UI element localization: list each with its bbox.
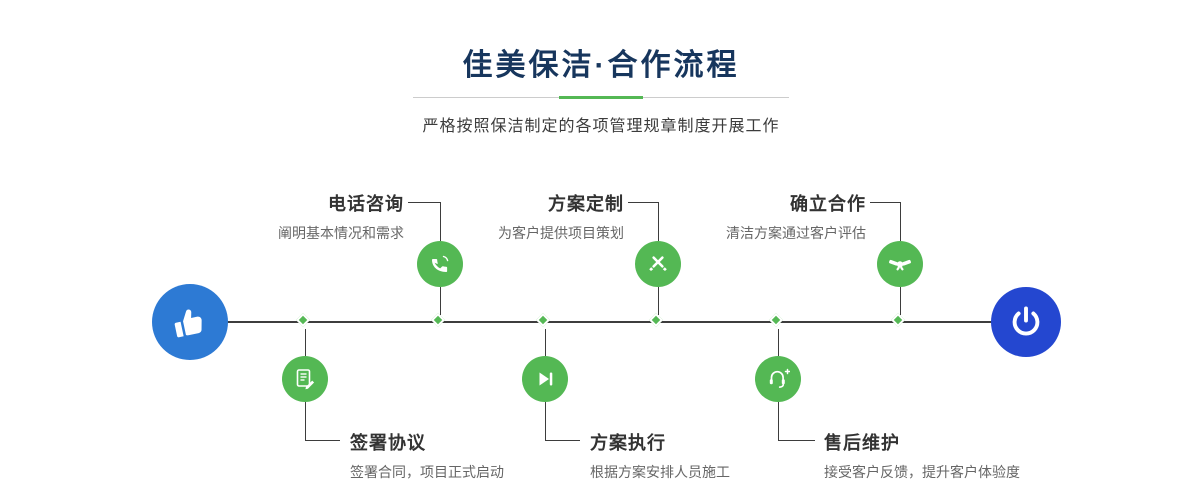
step-text-contract: 签署协议 签署合同，项目正式启动	[350, 429, 504, 482]
timeline-diamond	[768, 312, 784, 328]
flow-end-node	[991, 287, 1061, 357]
step-desc: 接受客户反馈，提升客户体验度	[824, 464, 1020, 480]
page-subtitle: 严格按照保洁制定的各项管理规章制度开展工作	[422, 118, 780, 135]
step-title: 电话咨询	[328, 194, 404, 214]
step-node-design	[635, 241, 681, 287]
contract-icon	[293, 367, 317, 391]
connector-line	[900, 287, 901, 315]
design-icon	[646, 252, 670, 276]
label-connector	[778, 402, 779, 440]
handshake-icon	[888, 252, 912, 276]
timeline-diamond	[295, 312, 311, 328]
connector-line	[778, 329, 779, 356]
label-connector	[305, 402, 306, 440]
step-desc: 为客户提供项目策划	[498, 225, 624, 241]
label-connector	[900, 202, 901, 241]
connector-line	[545, 329, 546, 356]
title-divider-accent	[559, 96, 643, 99]
connector-line	[305, 329, 306, 356]
step-title: 售后维护	[824, 433, 900, 453]
step-node-aftersale	[755, 356, 801, 402]
step-title: 确立合作	[790, 194, 866, 214]
step-text-aftersale: 售后维护 接受客户反馈，提升客户体验度	[824, 429, 1020, 482]
step-desc: 签署合同，项目正式启动	[350, 464, 504, 480]
step-text-cooperation: 确立合作 清洁方案通过客户评估	[726, 190, 866, 243]
step-desc: 阐明基本情况和需求	[278, 225, 404, 241]
step-desc: 清洁方案通过客户评估	[726, 225, 866, 241]
step-node-cooperation	[877, 241, 923, 287]
step-desc: 根据方案安排人员施工	[590, 464, 730, 480]
flow-start-node	[152, 284, 228, 360]
step-title: 方案定制	[548, 194, 624, 214]
timeline-diamond	[535, 312, 551, 328]
page-title: 佳美保洁·合作流程	[462, 49, 740, 82]
timeline-line	[190, 321, 1026, 323]
step-title: 签署协议	[350, 433, 426, 453]
label-connector	[408, 202, 440, 203]
timeline-diamond	[890, 312, 906, 328]
step-text-execute: 方案执行 根据方案安排人员施工	[590, 429, 730, 482]
label-connector	[870, 202, 900, 203]
timeline-diamond	[648, 312, 664, 328]
label-connector	[305, 440, 340, 441]
headset-icon	[766, 367, 790, 391]
label-connector	[545, 440, 580, 441]
step-text-phone: 电话咨询 阐明基本情况和需求	[278, 190, 404, 243]
title-divider	[413, 96, 789, 99]
step-node-execute	[522, 356, 568, 402]
step-text-design: 方案定制 为客户提供项目策划	[498, 190, 624, 243]
timeline-diamond	[430, 312, 446, 328]
label-connector	[658, 202, 659, 241]
phone-icon	[428, 252, 452, 276]
step-title: 方案执行	[590, 433, 666, 453]
power-icon	[1008, 304, 1044, 340]
step-node-phone	[417, 241, 463, 287]
label-connector	[545, 402, 546, 440]
connector-line	[658, 287, 659, 315]
step-node-contract	[282, 356, 328, 402]
pointer-hand-icon	[167, 299, 212, 344]
label-connector	[778, 440, 815, 441]
connector-line	[440, 287, 441, 315]
label-connector	[440, 202, 441, 241]
play-icon	[533, 367, 557, 391]
label-connector	[628, 202, 658, 203]
